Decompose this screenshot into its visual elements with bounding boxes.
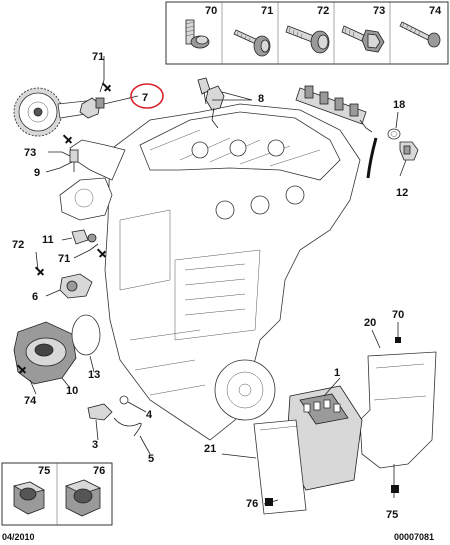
nut-75-label: 75 <box>38 465 50 477</box>
seal-13 <box>71 314 101 356</box>
temperature-sensor-9 <box>69 149 79 172</box>
fuel-rail <box>295 85 373 133</box>
callout-74: 74 <box>24 395 37 407</box>
ecu-mounting-plate <box>253 419 307 515</box>
nut-76-icon <box>64 479 102 517</box>
callout-9: 9 <box>34 167 40 179</box>
callout-5: 5 <box>148 453 154 465</box>
thermostat-housing <box>13 321 77 385</box>
nut-75-icon <box>12 481 46 515</box>
bolt-73-icon <box>341 25 385 53</box>
bolt-70-icon <box>185 19 210 49</box>
camshaft-position-sensor <box>79 97 105 119</box>
fastener-70-label: 70 <box>205 5 217 17</box>
marker-75 <box>391 485 399 493</box>
callout-20: 20 <box>364 317 376 329</box>
callout-72: 72 <box>12 239 24 251</box>
callout-70: 70 <box>392 309 404 321</box>
rail-pressure-sensor <box>399 141 419 161</box>
fastener-72-label: 72 <box>317 5 329 17</box>
callout-76: 76 <box>246 498 258 510</box>
callout-71-top: 71 <box>92 51 104 63</box>
callout-71-mid: 71 <box>58 253 70 265</box>
fastener-74-label: 74 <box>429 5 442 17</box>
callout-13: 13 <box>88 369 100 381</box>
callout-7: 7 <box>142 92 148 104</box>
camshaft-sprocket <box>13 87 99 137</box>
callout-3: 3 <box>92 439 98 451</box>
ecu-bracket <box>359 351 437 469</box>
bolt-71-icon <box>233 29 271 57</box>
callout-73: 73 <box>24 147 36 159</box>
callout-6: 6 <box>32 291 38 303</box>
callout-12: 12 <box>396 187 408 199</box>
callout-4: 4 <box>146 409 153 421</box>
fastener-71-label: 71 <box>261 5 273 17</box>
callout-1: 1 <box>334 367 340 379</box>
screw-74-icon <box>399 21 441 48</box>
leader-lines <box>29 56 407 505</box>
nut-76-label: 76 <box>93 465 105 477</box>
callout-8: 8 <box>258 93 264 105</box>
engine-ecu <box>285 385 363 491</box>
crankshaft-sensor-6 <box>59 273 93 299</box>
clip-4 <box>119 395 129 405</box>
sensor-11 <box>71 229 97 245</box>
wire-5 <box>113 417 142 437</box>
nut-table: 75 76 <box>1 462 113 526</box>
bolt-72-icon <box>285 25 330 54</box>
fuel-line <box>366 137 378 179</box>
sensor-8-right <box>205 85 225 129</box>
footer-date: 04/2010 <box>2 532 35 542</box>
knock-sensor-3 <box>87 403 113 421</box>
callout-21: 21 <box>204 443 216 455</box>
footer-reference: 00007081 <box>394 532 434 542</box>
marker-76 <box>265 498 273 506</box>
fastener-73-label: 73 <box>373 5 385 17</box>
fastener-table: 70 71 72 73 74 <box>165 1 449 65</box>
cross-70-marker <box>395 337 401 343</box>
callout-18: 18 <box>393 99 405 111</box>
seal-ring <box>387 128 401 140</box>
callout-11: 11 <box>42 234 54 246</box>
callout-75: 75 <box>386 509 398 521</box>
callout-labels: 7 71 8 18 12 73 9 11 71 72 6 13 10 74 4 … <box>12 51 408 521</box>
highlight-circle-7 <box>130 83 164 109</box>
engine-block <box>59 103 361 441</box>
cross-markers <box>16 82 401 506</box>
callout-10: 10 <box>66 385 78 397</box>
